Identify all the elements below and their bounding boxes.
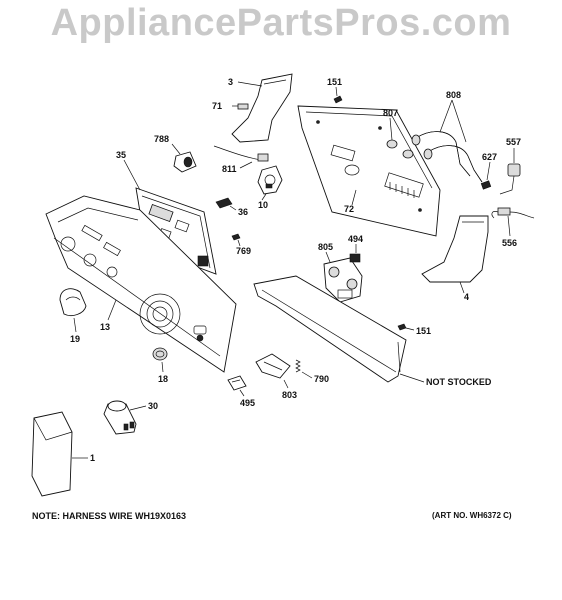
- part-4-endcap[interactable]: [421, 215, 489, 283]
- label-30: 30: [148, 401, 158, 411]
- part-30-capacitor[interactable]: [103, 400, 137, 435]
- part-36-clip[interactable]: [215, 197, 233, 209]
- label-35: 35: [116, 150, 126, 160]
- art-number: (ART NO. WH6372 C): [432, 511, 512, 520]
- part-627-clip[interactable]: [480, 180, 492, 190]
- label-556: 556: [502, 238, 517, 248]
- label-805: 805: [318, 242, 333, 252]
- part-35-control-board[interactable]: [135, 187, 217, 275]
- label-495: 495: [240, 398, 255, 408]
- part-805-valve[interactable]: [323, 257, 363, 303]
- label-4: 4: [464, 292, 469, 302]
- label-72: 72: [344, 204, 354, 214]
- part-71-screw[interactable]: [232, 103, 249, 110]
- part-13-control-panel[interactable]: [45, 195, 237, 373]
- part-556-harness[interactable]: [491, 207, 535, 219]
- label-36: 36: [238, 207, 248, 217]
- label-808: 808: [446, 90, 461, 100]
- part-790-spring[interactable]: [295, 359, 301, 373]
- part-495-clip[interactable]: [227, 375, 247, 391]
- part-10-pressure-switch[interactable]: [257, 165, 283, 195]
- label-811: 811: [222, 164, 237, 174]
- label-not-stocked: NOT STOCKED: [426, 377, 492, 387]
- part-72-backsplash[interactable]: [297, 105, 441, 237]
- label-13: 13: [100, 322, 110, 332]
- part-803-bracket[interactable]: [255, 353, 291, 379]
- part-494-bracket[interactable]: [349, 253, 361, 263]
- watermark-logo: AppliancePartsPros.com: [50, 2, 512, 44]
- label-71: 71: [212, 101, 222, 111]
- label-3: 3: [228, 77, 233, 87]
- label-769: 769: [236, 246, 251, 256]
- part-151-screw-lower[interactable]: [397, 323, 407, 331]
- label-151-lower: 151: [416, 326, 431, 336]
- part-769-clip[interactable]: [231, 233, 241, 241]
- part-base-rail[interactable]: [253, 275, 407, 383]
- label-151-top: 151: [327, 77, 342, 87]
- part-808-hoses[interactable]: [411, 131, 483, 183]
- part-557-sensor[interactable]: [499, 163, 521, 195]
- label-803: 803: [282, 390, 297, 400]
- label-807: 807: [383, 108, 398, 118]
- label-627: 627: [482, 152, 497, 162]
- part-811-hose[interactable]: [213, 145, 269, 162]
- label-790: 790: [314, 374, 329, 384]
- part-3-endcap[interactable]: [231, 73, 293, 143]
- label-557: 557: [506, 137, 521, 147]
- label-788: 788: [154, 134, 169, 144]
- label-18: 18: [158, 374, 168, 384]
- harness-note: NOTE: HARNESS WIRE WH19X0163: [32, 511, 187, 521]
- part-788-knob[interactable]: [173, 151, 197, 173]
- part-807-grommets[interactable]: [386, 139, 414, 159]
- part-1-manual[interactable]: [31, 411, 73, 497]
- label-10: 10: [258, 200, 268, 210]
- label-494: 494: [348, 234, 363, 244]
- part-19-knob[interactable]: [59, 288, 87, 317]
- part-151-screw-top[interactable]: [333, 95, 343, 104]
- part-18-button[interactable]: [152, 347, 168, 361]
- label-1: 1: [90, 453, 95, 463]
- label-19: 19: [70, 334, 80, 344]
